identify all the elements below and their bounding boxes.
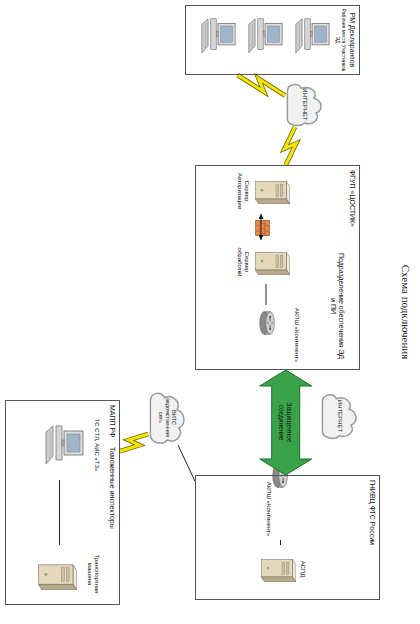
site-box: ФГУП «ЦОСТИК»Подразделение обеспечения Э… [195, 165, 360, 370]
workstation-icon [202, 19, 235, 53]
lightning-link [285, 127, 297, 165]
network-cloud: ВИТС ведомственная сеть [148, 390, 188, 445]
node-heading: Сервер Авторизации [236, 168, 250, 214]
node-subtext: Таможенные инспекторы [108, 447, 116, 577]
site-box: МАПП РФ Таможенные инспекторы ТС СТЛ, АИС … [5, 400, 120, 605]
secure-arrow-shape [260, 370, 312, 475]
connector-line [266, 284, 267, 305]
lightning-link [238, 75, 286, 96]
node-heading: АКПШ «Континент» [265, 480, 272, 538]
server-icon [38, 565, 77, 590]
firewall-icon [256, 220, 270, 235]
secure-channel-arrow [260, 370, 312, 475]
node-heading: ФГУП «ЦОСТИК» [348, 170, 356, 250]
lightning-link [120, 434, 148, 451]
connector-line [59, 480, 60, 545]
diagram-title: Схема подключения [400, 0, 412, 624]
cloud-label: ВИТС ведомственная сеть [158, 394, 177, 440]
node-subtext: Подразделение обеспечения ЭД и ПИ [329, 250, 345, 362]
lightning-bolt [120, 434, 148, 451]
workstation-icon [296, 19, 329, 53]
workstation-icon [249, 19, 282, 53]
lightning-bolt [285, 127, 297, 165]
connector-label: Защищенное соединение [278, 388, 293, 457]
node-heading: АКПШ «Континент» [293, 305, 300, 365]
node-heading: АСПД [299, 545, 306, 593]
lightning-outline [238, 75, 286, 96]
server-icon [255, 181, 290, 204]
lightning-outline [120, 434, 148, 451]
site-box: РМ ДекларантовРабочие места Участников Э… [185, 5, 360, 75]
node-heading: ТС СТЛ, АИС «ТЗ» [93, 410, 100, 480]
cloud-shape [322, 395, 356, 439]
workstation-icon [46, 426, 83, 464]
node-heading: ГНИВЦ ФТС России [368, 480, 376, 580]
node-heading: Сервер обработки [236, 240, 250, 284]
cloud-label: ИНТЕРНЕТ [336, 396, 343, 436]
connector-line [280, 540, 281, 545]
server-icon [261, 559, 296, 582]
internet-cloud: ИНТЕРНЕТ [285, 82, 325, 127]
workstation-node: ТС СТЛ, АИС «ТЗ» [17, 410, 102, 480]
node-heading: МАПП РФ [108, 405, 116, 445]
router-icon [260, 312, 275, 334]
cloud-label: ИНТЕРНЕТ [301, 86, 308, 124]
connector-path [261, 214, 262, 240]
connector-path [178, 445, 195, 481]
site-box: ГНИВЦ ФТС России АКПШ «Континент» АСПД [195, 475, 380, 600]
node-heading: РМ Декларантов [348, 8, 356, 72]
connector-path [280, 540, 281, 545]
cloud-shape [150, 393, 184, 443]
lightning-outline [285, 127, 297, 165]
server-icon [255, 252, 290, 275]
router-node: АКПШ «Континент» [240, 305, 302, 365]
connector-path [59, 480, 60, 545]
router-node: АКПШ «Континент» [253, 478, 308, 540]
node-subtext: Рабочие места Участников ЭД [335, 8, 347, 72]
server-node: Сервер Авторизации [230, 168, 292, 214]
connector-path [266, 284, 267, 305]
lightning-bolt [238, 75, 286, 96]
internet-cloud: ИНТЕРНЕТ [320, 392, 360, 440]
connector-line [261, 214, 262, 240]
server-node: Транспортная машина [17, 545, 102, 603]
connector-line [178, 445, 195, 481]
server-node: Сервер обработки [230, 240, 292, 284]
node-heading: Транспортная машина [86, 545, 100, 603]
cloud-shape [287, 85, 321, 126]
server-node: АСПД [246, 545, 308, 593]
